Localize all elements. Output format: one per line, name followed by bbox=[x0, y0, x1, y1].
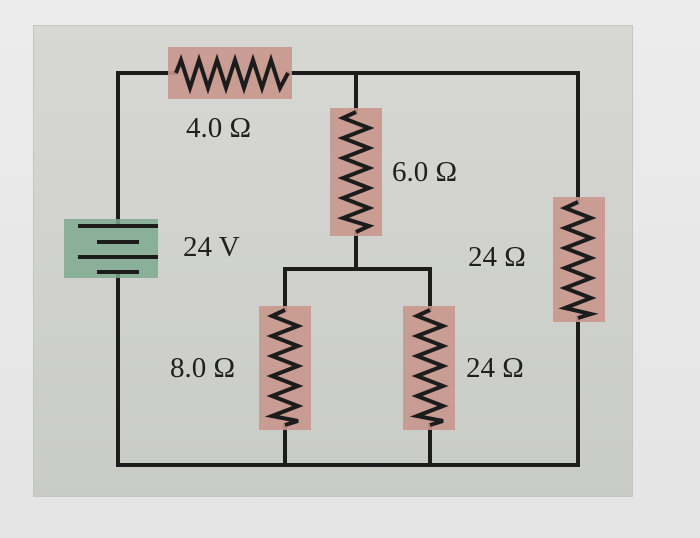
wire-top bbox=[286, 71, 580, 204]
wire-junction-bar bbox=[283, 267, 432, 312]
resistor-label-r2: 6.0 Ω bbox=[392, 156, 458, 188]
resistor-zigzag-r2 bbox=[336, 110, 375, 234]
resistor-label-r3: 24 Ω bbox=[468, 241, 526, 273]
resistor-zigzags bbox=[174, 53, 599, 427]
battery-highlight bbox=[64, 219, 158, 278]
resistor-label-r4: 8.0 Ω bbox=[170, 352, 236, 384]
resistor-zigzag-r4 bbox=[264, 308, 304, 427]
battery bbox=[64, 219, 158, 278]
resistor-label-r1: 4.0 Ω bbox=[186, 112, 252, 144]
battery-voltage-label: 24 V bbox=[183, 231, 240, 263]
wire-top-left bbox=[116, 71, 178, 224]
resistor-zigzag-r5 bbox=[409, 308, 449, 427]
resistor-zigzag-r3 bbox=[558, 200, 599, 320]
wires bbox=[116, 71, 580, 467]
resistor-zigzag-r1 bbox=[174, 53, 290, 95]
resistor-label-r5: 24 Ω bbox=[466, 352, 524, 384]
